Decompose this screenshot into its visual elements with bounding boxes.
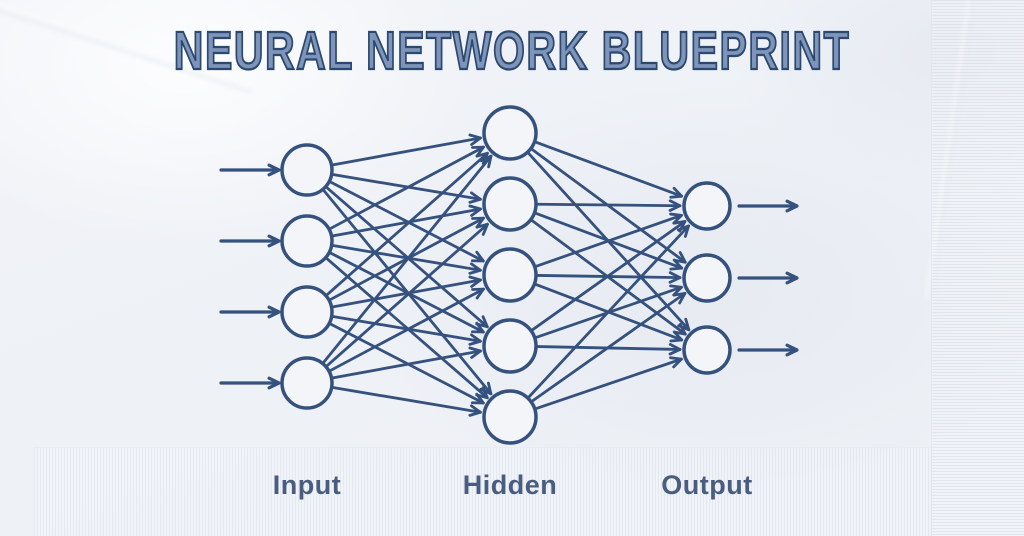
arrowhead-icon (468, 333, 482, 346)
connection-line (531, 220, 687, 331)
layer-label-input: Input (272, 470, 342, 500)
neuron-node (280, 214, 334, 268)
connection-line (535, 357, 683, 410)
arrowhead-icon (669, 330, 684, 343)
connection-line (332, 386, 482, 414)
neuron-node (280, 143, 334, 197)
connection-line (332, 278, 482, 309)
arrowhead-icon (673, 322, 687, 336)
arrowhead-icon (668, 343, 682, 356)
connection-line (332, 349, 482, 380)
layer-label-output: Output (661, 470, 753, 500)
arrowhead-icon (468, 275, 482, 288)
layer-label-hidden: Hidden (462, 470, 558, 500)
connection-line (536, 202, 682, 208)
neuron-node (482, 389, 538, 445)
neuron-node (682, 253, 732, 303)
connection-line (329, 287, 485, 372)
arrowhead-icon (471, 145, 485, 158)
connection-line (329, 145, 485, 230)
connection-line (325, 151, 489, 296)
neuron-node (682, 325, 732, 375)
arrowhead-icon (669, 284, 683, 297)
neuron-node (682, 181, 732, 231)
arrowhead-icon (669, 212, 683, 225)
connection-line (332, 207, 482, 238)
arrowhead-icon (470, 321, 485, 334)
arrowhead-icon (267, 305, 281, 319)
connection-line (332, 136, 482, 167)
arrowhead-icon (676, 224, 690, 238)
arrowhead-icon (785, 271, 799, 285)
arrowhead-icon (471, 216, 485, 229)
arrowhead-icon (267, 163, 281, 177)
arrowhead-icon (468, 346, 482, 359)
connection-line (527, 224, 690, 399)
arrowhead-icon (668, 271, 682, 284)
arrowhead-icon (673, 251, 687, 264)
arrowhead-icon (470, 250, 485, 263)
connection-line (534, 140, 684, 198)
arrowhead-icon (785, 343, 799, 357)
neuron-node (280, 356, 334, 410)
arrowhead-icon (267, 234, 281, 248)
arrowhead-icon (468, 404, 482, 417)
neuron-node (482, 318, 538, 374)
arrowhead-icon (468, 204, 482, 217)
arrowhead-icon (668, 199, 682, 212)
arrowhead-icon (267, 376, 281, 390)
arrowhead-icon (669, 186, 684, 199)
arrowhead-icon (471, 287, 485, 300)
connection-line (325, 222, 489, 367)
page-title: NEURAL NETWORK BLUEPRINT (173, 20, 851, 82)
arrowhead-icon (468, 133, 482, 146)
neuron-node (482, 176, 538, 232)
napkin-ribbed-edge-bottom (34, 447, 932, 536)
napkin-ribbed-edge-right (931, 0, 1024, 536)
connection-line (531, 291, 687, 403)
connection-line (535, 213, 683, 268)
arrowhead-icon (785, 199, 799, 213)
arrowhead-icon (475, 386, 489, 400)
arrowhead-icon (468, 191, 482, 204)
neuron-node (280, 285, 334, 339)
neuron-node (482, 105, 538, 161)
neuron-node (482, 247, 538, 303)
arrowhead-icon (468, 262, 482, 275)
arrowhead-icon (475, 315, 489, 329)
arrowhead-icon (669, 356, 683, 369)
connection-line (322, 154, 493, 364)
arrowhead-icon (479, 154, 493, 169)
arrowhead-icon (672, 291, 687, 305)
arrowhead-icon (669, 258, 684, 271)
arrowhead-icon (470, 392, 485, 405)
arrowhead-icon (475, 222, 489, 236)
